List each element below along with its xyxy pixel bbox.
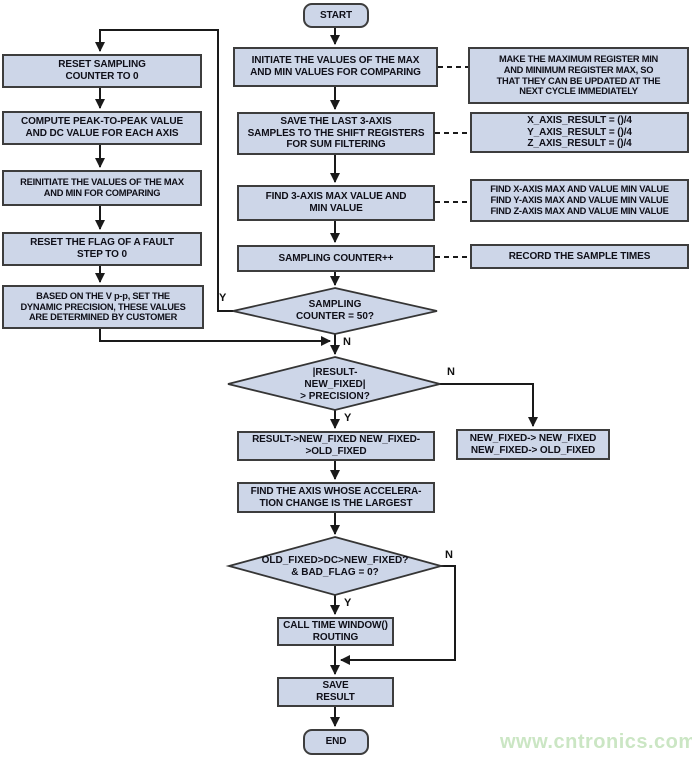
flow-node-text: FIND X-AXIS MAX AND VALUE MIN VALUE FIND… <box>490 184 669 216</box>
flow-node-sampling-counter-inc: SAMPLING COUNTER++ <box>237 245 435 272</box>
flow-node-text: COMPUTE PEAK-TO-PEAK VALUE AND DC VALUE … <box>20 116 184 139</box>
flow-node-text: SAVE RESULT <box>316 680 355 703</box>
flow-node-text: RESET SAMPLING COUNTER TO 0 <box>58 59 146 82</box>
end-label: END <box>325 736 347 748</box>
decision-result-minus-newfixed: |RESULT- NEW_FIXED| > PRECISION? <box>263 364 407 406</box>
decision-text: OLD_FIXED>DC>NEW_FIXED? & BAD_FLAG = 0? <box>261 555 409 578</box>
flow-node-compute-peak-to-peak: COMPUTE PEAK-TO-PEAK VALUE AND DC VALUE … <box>2 111 202 145</box>
flow-node-text: SAVE THE LAST 3-AXIS SAMPLES TO THE SHIF… <box>247 115 425 151</box>
flow-node-text: RECORD THE SAMPLE TIMES <box>508 250 651 262</box>
decision-old-dc-new-shape <box>225 536 445 596</box>
flow-node-text: NEW_FIXED-> NEW_FIXED NEW_FIXED-> OLD_FI… <box>469 432 597 456</box>
flow-node-save-shift-registers: SAVE THE LAST 3-AXIS SAMPLES TO THE SHIF… <box>237 112 435 155</box>
flow-note-record-sample-times: RECORD THE SAMPLE TIMES <box>470 244 689 269</box>
flow-node-new-fixed-assign: NEW_FIXED-> NEW_FIXED NEW_FIXED-> OLD_FI… <box>456 429 610 460</box>
flow-note-axis-result-formulas: X_AXIS_RESULT = ()/4 Y_AXIS_RESULT = ()/… <box>470 112 689 153</box>
flow-node-text: CALL TIME WINDOW() ROUTING <box>283 619 388 643</box>
watermark: www.cntronics.com <box>500 731 692 753</box>
flow-note-find-xyz-max-min: FIND X-AXIS MAX AND VALUE MIN VALUE FIND… <box>470 179 689 222</box>
branch-label-no-diamond2: N <box>447 366 455 378</box>
end-terminal: END <box>303 729 369 755</box>
decision-result-precision-shape <box>227 356 441 411</box>
decision-old-fixed-dc-new-fixed: OLD_FIXED>DC>NEW_FIXED? & BAD_FLAG = 0? <box>245 552 425 582</box>
flow-node-text: REINITIATE THE VALUES OF THE MAX AND MIN… <box>20 177 184 198</box>
flow-node-text: FIND 3-AXIS MAX VALUE AND MIN VALUE <box>265 191 407 214</box>
branch-label-no-diamond1: N <box>343 336 351 348</box>
start-terminal: START <box>303 3 369 28</box>
flow-note-make-max-min-registers: MAKE THE MAXIMUM REGISTER MIN AND MINIMU… <box>468 47 689 104</box>
flow-node-result-to-new-fixed: RESULT->NEW_FIXED NEW_FIXED- >OLD_FIXED <box>237 431 435 461</box>
decision-text: SAMPLING COUNTER = 50? <box>295 299 375 322</box>
flow-node-text: RESET THE FLAG OF A FAULT STEP TO 0 <box>30 237 174 260</box>
flow-node-initiate-max-min: INITIATE THE VALUES OF THE MAX AND MIN V… <box>233 47 438 87</box>
branch-label-yes-diamond2: Y <box>344 412 352 424</box>
branch-label-yes-diamond1: Y <box>219 292 227 304</box>
flow-node-find-axis-largest-change: FIND THE AXIS WHOSE ACCELERA- TION CHANG… <box>237 482 435 513</box>
flow-node-text: INITIATE THE VALUES OF THE MAX AND MIN V… <box>250 55 421 78</box>
flow-node-reinitiate-max-min: REINITIATE THE VALUES OF THE MAX AND MIN… <box>2 170 202 206</box>
connector-based-rejoin <box>99 329 331 346</box>
flow-node-find-3axis-max-min: FIND 3-AXIS MAX VALUE AND MIN VALUE <box>237 185 435 221</box>
flow-node-save-result: SAVE RESULT <box>277 677 394 707</box>
decision-sampling-counter-shape <box>232 287 438 335</box>
flow-node-reset-fault-flag: RESET THE FLAG OF A FAULT STEP TO 0 <box>2 232 202 266</box>
flow-node-text: FIND THE AXIS WHOSE ACCELERA- TION CHANG… <box>250 485 422 509</box>
start-label: START <box>319 9 353 21</box>
flow-node-text: BASED ON THE V p-p, SET THE DYNAMIC PREC… <box>20 290 186 323</box>
branch-label-no-diamond3: N <box>445 549 453 561</box>
connector-diamond1-yes-loop <box>95 29 233 312</box>
flow-node-call-time-window: CALL TIME WINDOW() ROUTING <box>277 617 394 646</box>
flow-node-reset-sampling-counter: RESET SAMPLING COUNTER TO 0 <box>2 54 202 88</box>
flow-node-text: SAMPLING COUNTER++ <box>278 252 394 264</box>
flow-node-text: X_AXIS_RESULT = ()/4 Y_AXIS_RESULT = ()/… <box>527 114 632 150</box>
decision-text: |RESULT- NEW_FIXED| > PRECISION? <box>300 367 370 402</box>
flow-node-text: RESULT->NEW_FIXED NEW_FIXED- >OLD_FIXED <box>252 434 420 457</box>
decision-sampling-counter-50: SAMPLING COUNTER = 50? <box>263 292 407 330</box>
connector-diamond3-no <box>340 565 456 665</box>
flow-node-text: MAKE THE MAXIMUM REGISTER MIN AND MINIMU… <box>496 53 661 97</box>
branch-label-yes-diamond3: Y <box>344 597 352 609</box>
flow-node-based-on-vpp-precision: BASED ON THE V p-p, SET THE DYNAMIC PREC… <box>2 285 204 329</box>
connector-diamond2-no <box>440 383 538 427</box>
